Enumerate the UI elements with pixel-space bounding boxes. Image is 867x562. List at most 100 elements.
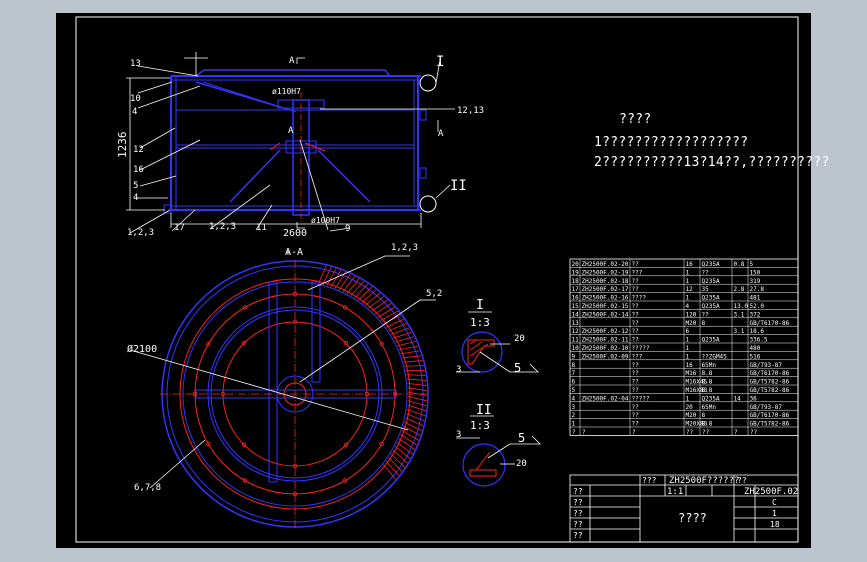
table-cell: ZH2500F.02-19: [582, 269, 629, 276]
hatch-line: [404, 365, 424, 367]
tb-drawing-no: ZH2500F.02: [744, 487, 798, 497]
table-cell: 16: [686, 362, 694, 369]
hatch-line: [380, 310, 398, 321]
hatch-line: [407, 395, 427, 402]
table-cell: 150: [750, 269, 761, 276]
bolt-hole: [343, 442, 349, 448]
hatch-line: [388, 323, 407, 332]
bolt-hole: [242, 478, 248, 483]
table-cell: ??: [632, 404, 640, 411]
table-cell: 4: [686, 303, 690, 310]
hatch-line: [403, 425, 421, 436]
table-cell: 13: [572, 320, 580, 327]
table-cell: ??: [702, 311, 710, 318]
leader-label: 12,13: [457, 106, 484, 116]
hatch-line: [388, 457, 403, 472]
detail-II-marker: II: [450, 178, 467, 194]
bolt-hole: [343, 340, 349, 346]
title-block: [569, 474, 799, 543]
detail-I-marker: I: [436, 54, 444, 70]
hatch-line: [350, 280, 364, 297]
dim-hole-bottom: ø100H7: [311, 216, 340, 225]
table-cell: M20X80: [686, 421, 708, 428]
table-cell: 18.6: [750, 328, 765, 335]
table-cell: ZH2500F.02-20: [582, 261, 629, 268]
hatch-line: [400, 434, 417, 446]
table-cell: 8: [702, 320, 706, 327]
dim-height: 1236: [116, 132, 129, 159]
table-cell: 13.0: [734, 303, 749, 310]
table-cell: ZH2500F.02-10: [582, 345, 629, 352]
table-cell: 16: [686, 261, 694, 268]
hatch-line: [361, 289, 377, 304]
hatch-line: [354, 283, 369, 299]
table-cell: ??: [632, 311, 640, 318]
hatch-line: [386, 318, 404, 328]
dim-diameter: Ø2100: [127, 343, 157, 355]
table-header-cell: ??: [686, 429, 694, 436]
tb-design: ??: [573, 487, 583, 496]
drawing-sheet: [56, 13, 811, 548]
sheet-frame: [75, 16, 799, 543]
table-cell: 8.8: [702, 421, 713, 428]
detail-II-roman: II: [476, 403, 492, 418]
hatch-line: [397, 341, 417, 347]
table-cell: ???: [632, 353, 643, 360]
bolt-hole: [292, 491, 298, 497]
bolt-hole: [342, 478, 348, 483]
table-cell: GB/T93-87: [750, 404, 783, 411]
hatch-line: [390, 453, 406, 468]
table-cell: 372: [750, 311, 761, 318]
hatch-line: [364, 292, 381, 306]
leader-label: 1,2,3: [209, 222, 236, 232]
table-cell: GB/T6170-86: [750, 320, 790, 327]
table-cell: 481: [750, 295, 761, 302]
notes-line-1: 1??????????????????: [594, 135, 749, 150]
leader-label: 13: [130, 59, 141, 69]
detail-II-dim: 3: [456, 430, 461, 440]
table-cell: 480: [750, 345, 761, 352]
table-cell: 8: [572, 362, 576, 369]
table-cell: ZH2500F.02-04: [582, 395, 629, 402]
hatch-line: [392, 449, 408, 464]
hatch-line: [383, 314, 402, 325]
table-cell: Q235A: [702, 261, 720, 268]
hatch-line: [322, 266, 332, 285]
hatch-line: [403, 360, 423, 363]
hatch-line: [394, 446, 411, 459]
table-cell: ??: [632, 303, 640, 310]
tb-letter: C: [772, 498, 777, 507]
table-cell: 8: [702, 412, 706, 419]
bolt-hole: [392, 391, 398, 397]
leader-label: 11: [256, 223, 267, 233]
bolt-hole: [292, 319, 298, 325]
table-cell: 0.8: [734, 261, 745, 268]
table-cell: 1: [686, 295, 690, 302]
table-cell: 52.0: [750, 303, 765, 310]
detail-I: [456, 311, 539, 373]
table-cell: 15: [572, 303, 580, 310]
table-cell: M16X45: [686, 379, 708, 386]
hatch-line: [393, 331, 412, 339]
table-cell: ZH2500F.02-12: [582, 328, 629, 335]
table-cell: ZH2500F.02-15: [582, 303, 629, 310]
hatch-line: [368, 296, 385, 309]
table-cell: 18: [572, 278, 580, 285]
hatch-line: [338, 273, 351, 291]
hatch-line: [402, 355, 422, 359]
hatch-line: [395, 336, 415, 343]
hatch-line: [398, 345, 419, 351]
table-cell: ZH2500F.02-11: [582, 337, 629, 344]
table-cell: ??: [632, 286, 640, 293]
table-cell: 3.1: [734, 328, 745, 335]
front-view: [163, 69, 437, 222]
